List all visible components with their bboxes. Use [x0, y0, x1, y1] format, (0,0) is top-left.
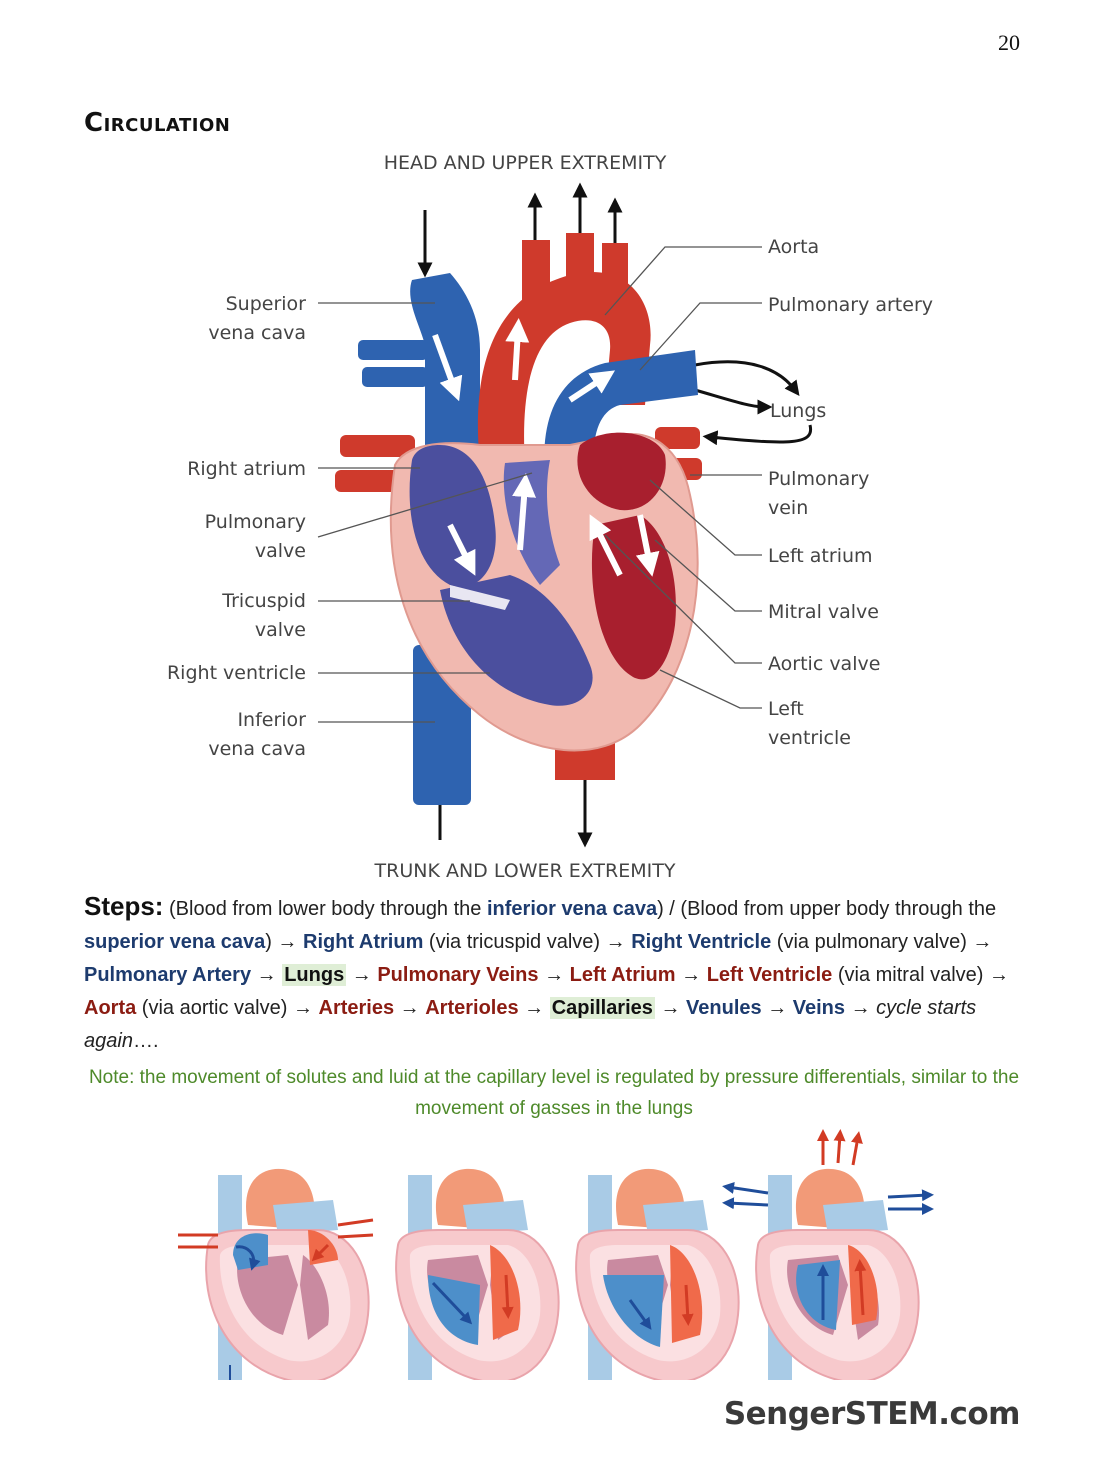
- steps-text: (via aortic valve) →: [136, 997, 319, 1019]
- label-tv-1: Tricuspid: [221, 590, 306, 612]
- steps-arrow: →: [346, 964, 378, 986]
- label-lv-2: ventricle: [768, 727, 851, 749]
- tricuspid-valve: [450, 585, 510, 610]
- cardiac-cycle-illustrations: [178, 1129, 934, 1380]
- steps-ellipsis: ….: [132, 1030, 159, 1052]
- phase-3-isovolumetric: [575, 1167, 740, 1380]
- steps-arrow: →: [518, 997, 550, 1019]
- label-pvein-1: Pulmonary: [768, 468, 869, 490]
- pa-to-lungs-arrow-2: [694, 388, 773, 415]
- step-right-atrium: Right Atrium: [303, 931, 424, 953]
- label-ivc-2: vena cava: [208, 738, 306, 760]
- label-pv-2: valve: [255, 540, 306, 562]
- label-pv-1: Pulmonary: [205, 511, 306, 533]
- steps-text: (via tricuspid valve) →: [423, 931, 632, 953]
- label-ivc-1: Inferior: [237, 709, 306, 731]
- note: Note: the movement of solutes and luid a…: [88, 1067, 1020, 1119]
- steps-text: (via pulmonary valve) →: [771, 931, 993, 953]
- right-ventricle-chamber: [440, 575, 593, 706]
- steps-arrow: →: [394, 997, 426, 1019]
- left-atrium-chamber: [577, 432, 666, 511]
- steps-arrow: →: [675, 964, 707, 986]
- svc-flow-arrow: [432, 333, 463, 402]
- step-venules: Venules: [686, 997, 762, 1019]
- section-title: Circulation: [84, 108, 231, 138]
- steps-text: (via mitral valve) →: [832, 964, 1009, 986]
- steps-paragraph: Steps: (Blood from lower body through th…: [84, 890, 1034, 1058]
- label-la: Left atrium: [768, 545, 873, 567]
- label-tv-2: valve: [255, 619, 306, 641]
- label-pa: Pulmonary artery: [768, 294, 933, 316]
- label-ra: Right atrium: [187, 458, 306, 480]
- step-lungs: Lungs: [282, 964, 347, 986]
- step-pulmonary-veins: Pulmonary Veins: [377, 964, 539, 986]
- steps-arrow: →: [654, 997, 687, 1019]
- pa-flow-arrow: [568, 370, 616, 403]
- pulmonary-vein-upper: [655, 427, 700, 449]
- step-right-ventricle: Right Ventricle: [631, 931, 772, 953]
- steps-arrow: →: [251, 964, 283, 986]
- label-svc-1: Superior: [226, 293, 307, 315]
- heart-diagram: HEAD AND UPPER EXTREMITY TRUNK AND LOWER…: [167, 152, 933, 882]
- step-veins: Veins: [792, 997, 846, 1019]
- steps-text: (Blood from lower body through the: [163, 898, 487, 920]
- steps-arrow: →: [538, 964, 570, 986]
- steps-text: ) →: [265, 931, 303, 953]
- ra-vessel-1: [358, 340, 428, 360]
- pa-to-lungs-arrow-1: [694, 360, 800, 396]
- step-left-atrium: Left Atrium: [569, 964, 676, 986]
- phase-1-atrial-filling: [178, 1167, 374, 1380]
- lungs-to-pv-arrow: [702, 424, 813, 446]
- rv-to-pa-arrow: [512, 473, 537, 551]
- steps-lead: Steps:: [84, 891, 164, 921]
- step-cycle: cycle starts again: [84, 997, 977, 1052]
- svc-vessel: [410, 273, 480, 475]
- step-ivc: inferior vena cava: [486, 898, 658, 920]
- step-left-ventricle: Left Ventricle: [706, 964, 833, 986]
- ra-vessel-2: [362, 367, 428, 387]
- top-label: HEAD AND UPPER EXTREMITY: [384, 152, 667, 174]
- step-arterioles: Arterioles: [425, 997, 519, 1019]
- step-arteries: Arteries: [318, 997, 395, 1019]
- steps-arrow: →: [761, 997, 793, 1019]
- label-lv-1: Left: [768, 698, 804, 720]
- rpv-left-lower: [335, 470, 410, 492]
- aorta-branch-2: [566, 233, 594, 293]
- steps-arrow: →: [845, 997, 877, 1019]
- step-pulmonary-artery: Pulmonary Artery: [84, 964, 252, 986]
- aorta-flow-arrow: [505, 318, 530, 381]
- label-rv: Right ventricle: [167, 662, 306, 684]
- rpv-left-upper: [340, 435, 415, 457]
- brand-watermark: SengerSTEM.com: [723, 1396, 1021, 1432]
- page-number: 20: [998, 30, 1020, 55]
- label-svc-2: vena cava: [208, 322, 306, 344]
- aorta-branch-1: [522, 240, 550, 300]
- steps-text: ) / (Blood from upper body through the: [657, 898, 997, 920]
- label-mv: Mitral valve: [768, 601, 879, 623]
- label-av: Aortic valve: [768, 653, 880, 675]
- label-aorta: Aorta: [768, 236, 819, 258]
- la-to-lv-arrow: [635, 514, 660, 577]
- step-aorta: Aorta: [84, 997, 137, 1019]
- phase-2-ventricular-filling: [395, 1167, 560, 1380]
- ra-to-rv-arrow: [447, 523, 476, 576]
- lv-to-aorta-arrow: [589, 514, 623, 577]
- step-capillaries: Capillaries: [549, 997, 655, 1019]
- step-svc: superior vena cava: [84, 931, 266, 953]
- label-pvein-2: vein: [768, 497, 808, 519]
- phase-4-ejection: [722, 1129, 934, 1380]
- label-lungs: Lungs: [770, 400, 826, 422]
- bottom-label: TRUNK AND LOWER EXTREMITY: [374, 860, 676, 882]
